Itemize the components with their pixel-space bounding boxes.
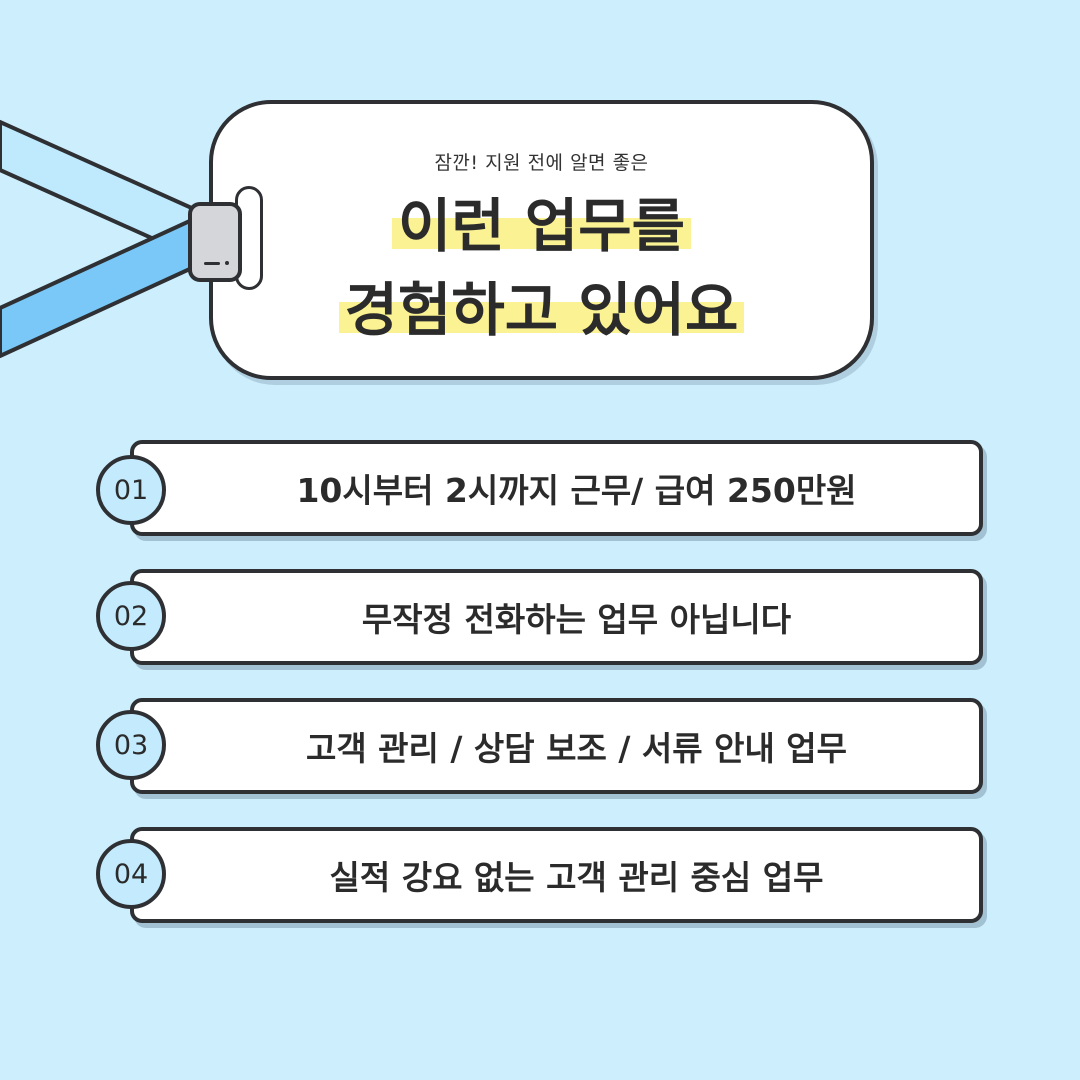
list-item-text: 무작정 전화하는 업무 아닙니다: [361, 600, 792, 639]
clip-mark: [204, 262, 220, 265]
badge-subtitle: 잠깐! 지원 전에 알면 좋은: [434, 152, 649, 174]
list-item-text: 고객 관리 / 상담 보조 / 서류 안내 업무: [305, 729, 848, 768]
list-item-text: 10시부터 2시까지 근무/ 급여 250만원: [296, 471, 857, 510]
list-item: 10시부터 2시까지 근무/ 급여 250만원: [130, 440, 983, 536]
list-item: 무작정 전화하는 업무 아닙니다: [130, 569, 983, 665]
list-item-number: 03: [96, 710, 166, 780]
badge-clip-icon: [188, 202, 242, 282]
list-item-number: 04: [96, 839, 166, 909]
clip-dot: [225, 261, 229, 265]
title-line-1: 이런 업무를: [392, 192, 691, 260]
list-item: 실적 강요 없는 고객 관리 중심 업무: [130, 827, 983, 923]
name-badge-card: 잠깐! 지원 전에 알면 좋은 이런 업무를 경험하고 있어요: [209, 100, 874, 380]
list-item: 고객 관리 / 상담 보조 / 서류 안내 업무: [130, 698, 983, 794]
badge-title: 이런 업무를 경험하고 있어요: [213, 184, 870, 352]
list-item-number: 02: [96, 581, 166, 651]
title-line-2: 경험하고 있어요: [338, 276, 745, 344]
list-item-number: 01: [96, 455, 166, 525]
list-item-text: 실적 강요 없는 고객 관리 중심 업무: [329, 858, 824, 897]
